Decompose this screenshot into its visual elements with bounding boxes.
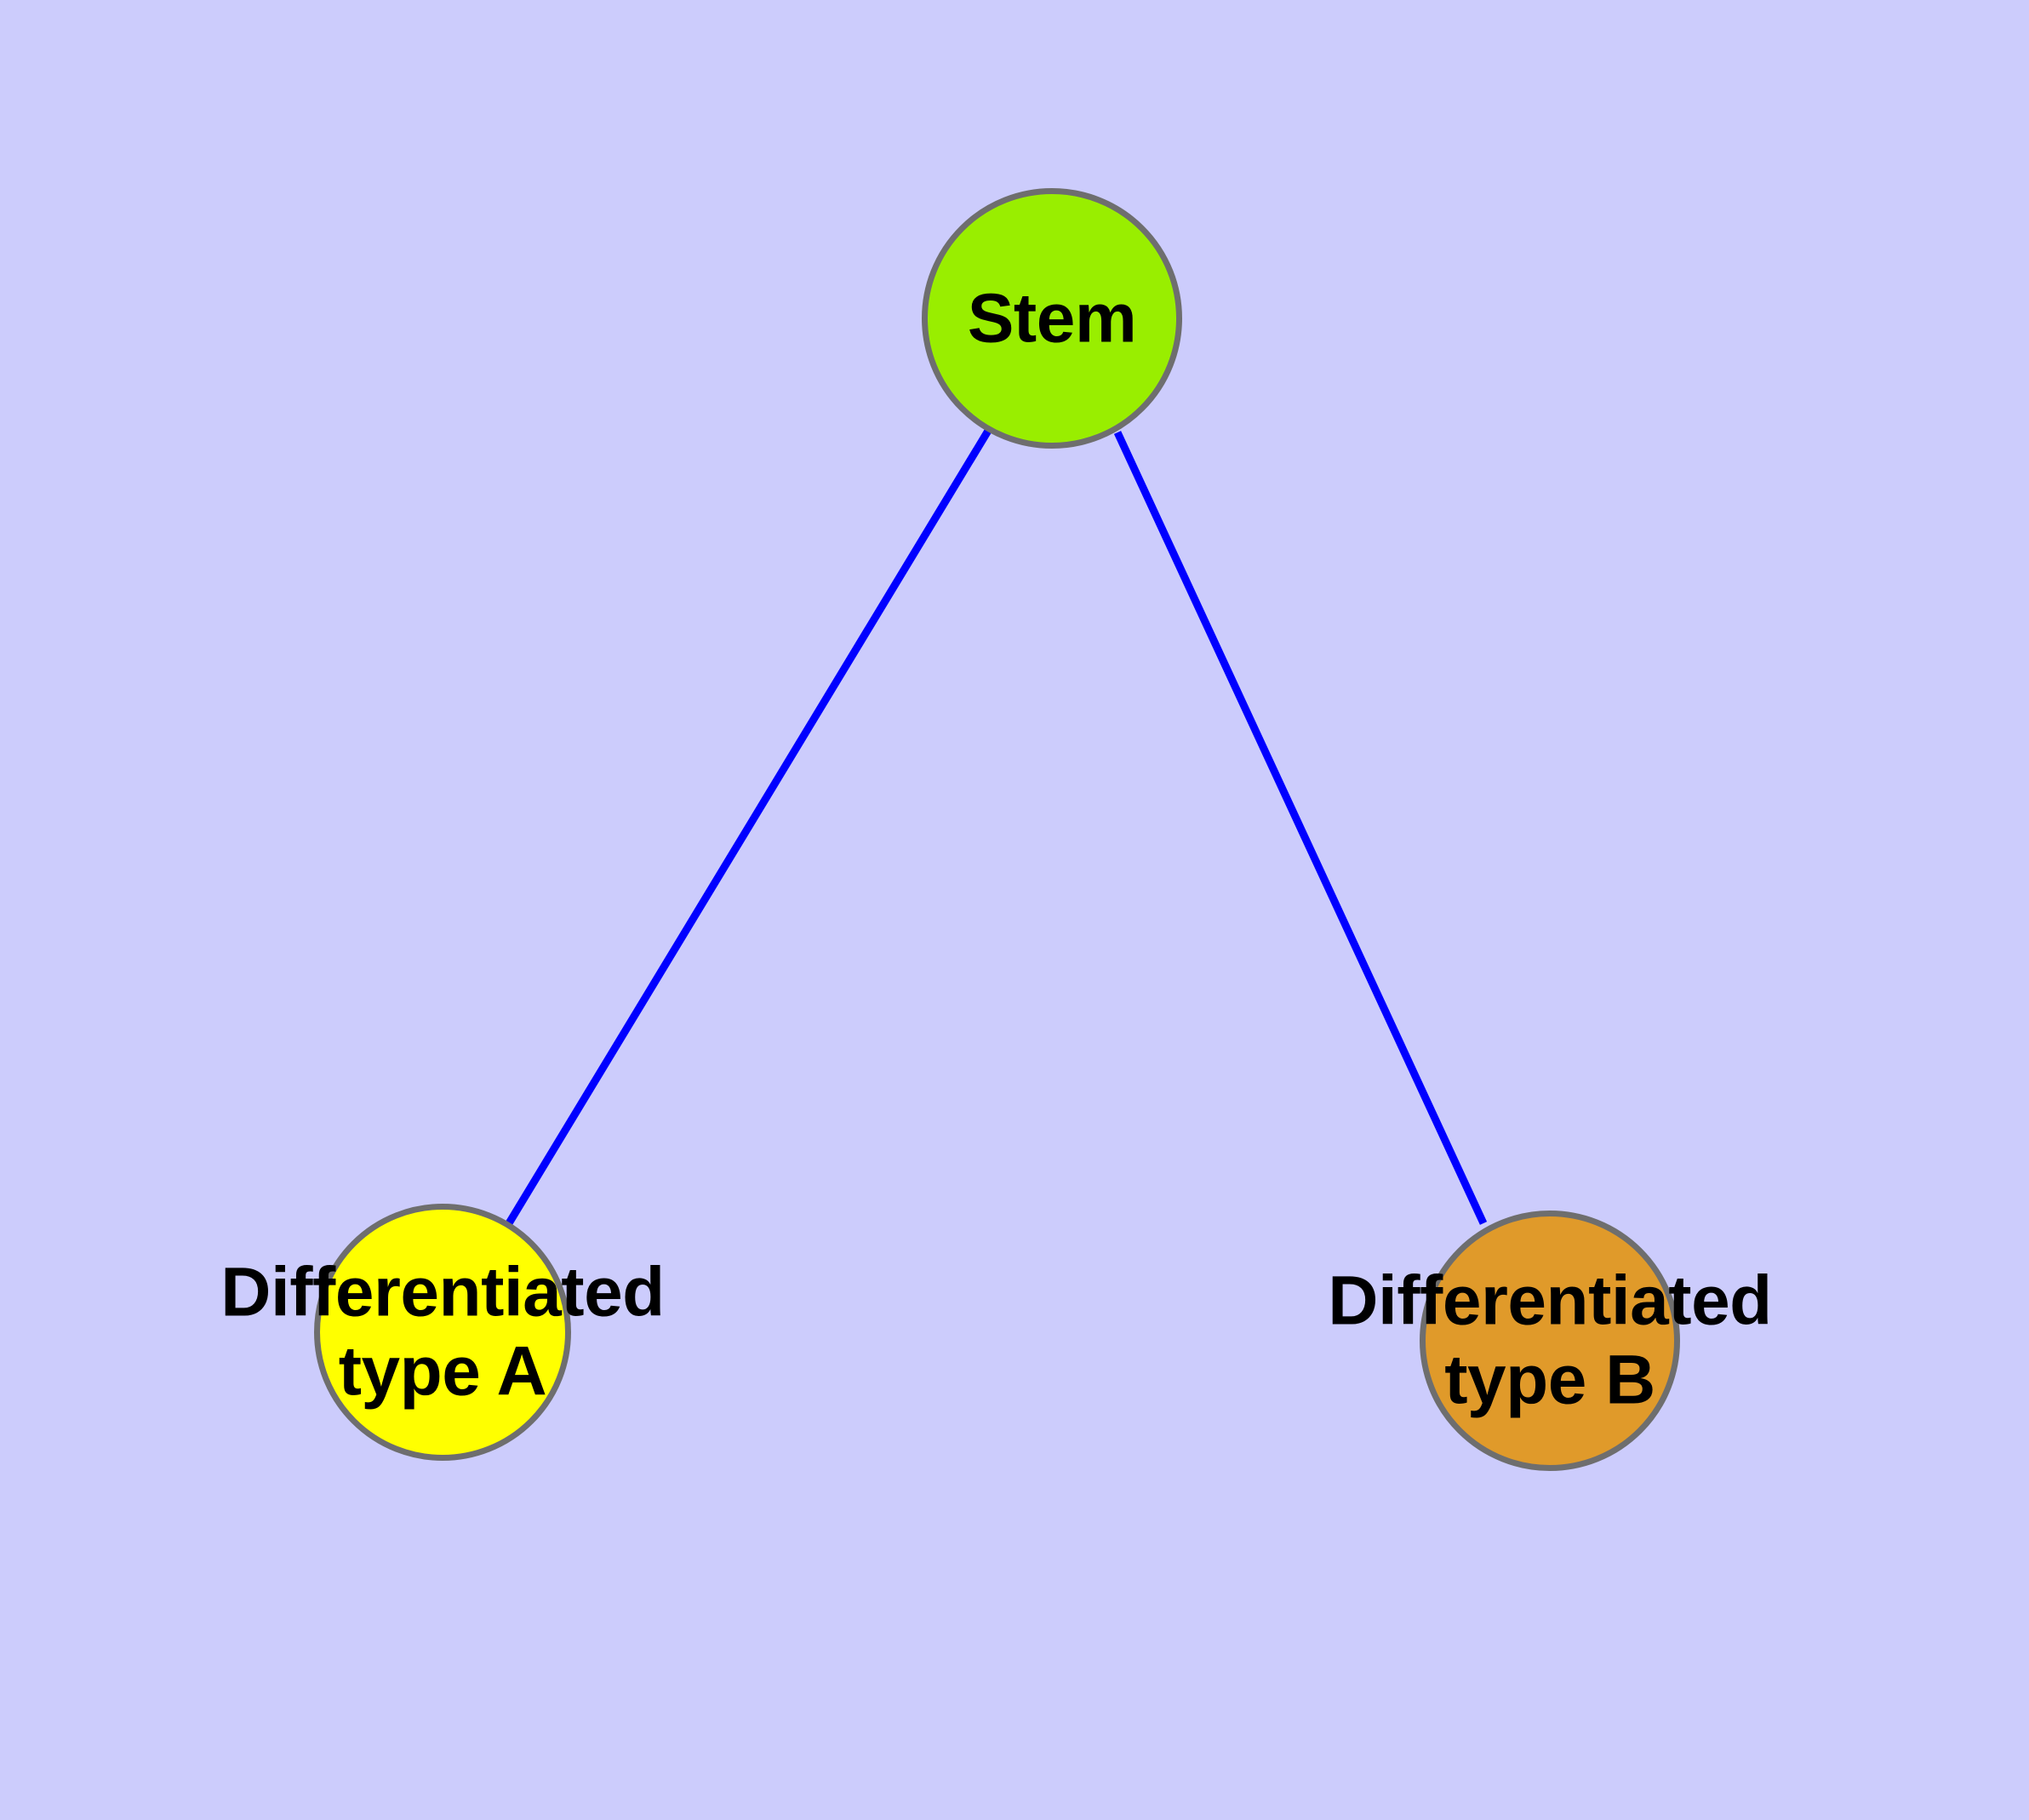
edge-stem-to-differentiated-type-a[interactable]	[506, 428, 992, 1226]
node-differentiated-type-a[interactable]: Differentiated type A	[220, 1204, 665, 1461]
node-differentiated-type-a-circle[interactable]	[314, 1204, 571, 1461]
node-differentiated-type-b-circle[interactable]	[1420, 1210, 1680, 1471]
node-stem-circle[interactable]	[922, 188, 1182, 449]
edge-stem-to-differentiated-type-b[interactable]	[1113, 431, 1488, 1225]
node-stem[interactable]: Stem	[922, 188, 1182, 449]
node-differentiated-type-b[interactable]: Differentiated type B	[1328, 1210, 1772, 1471]
